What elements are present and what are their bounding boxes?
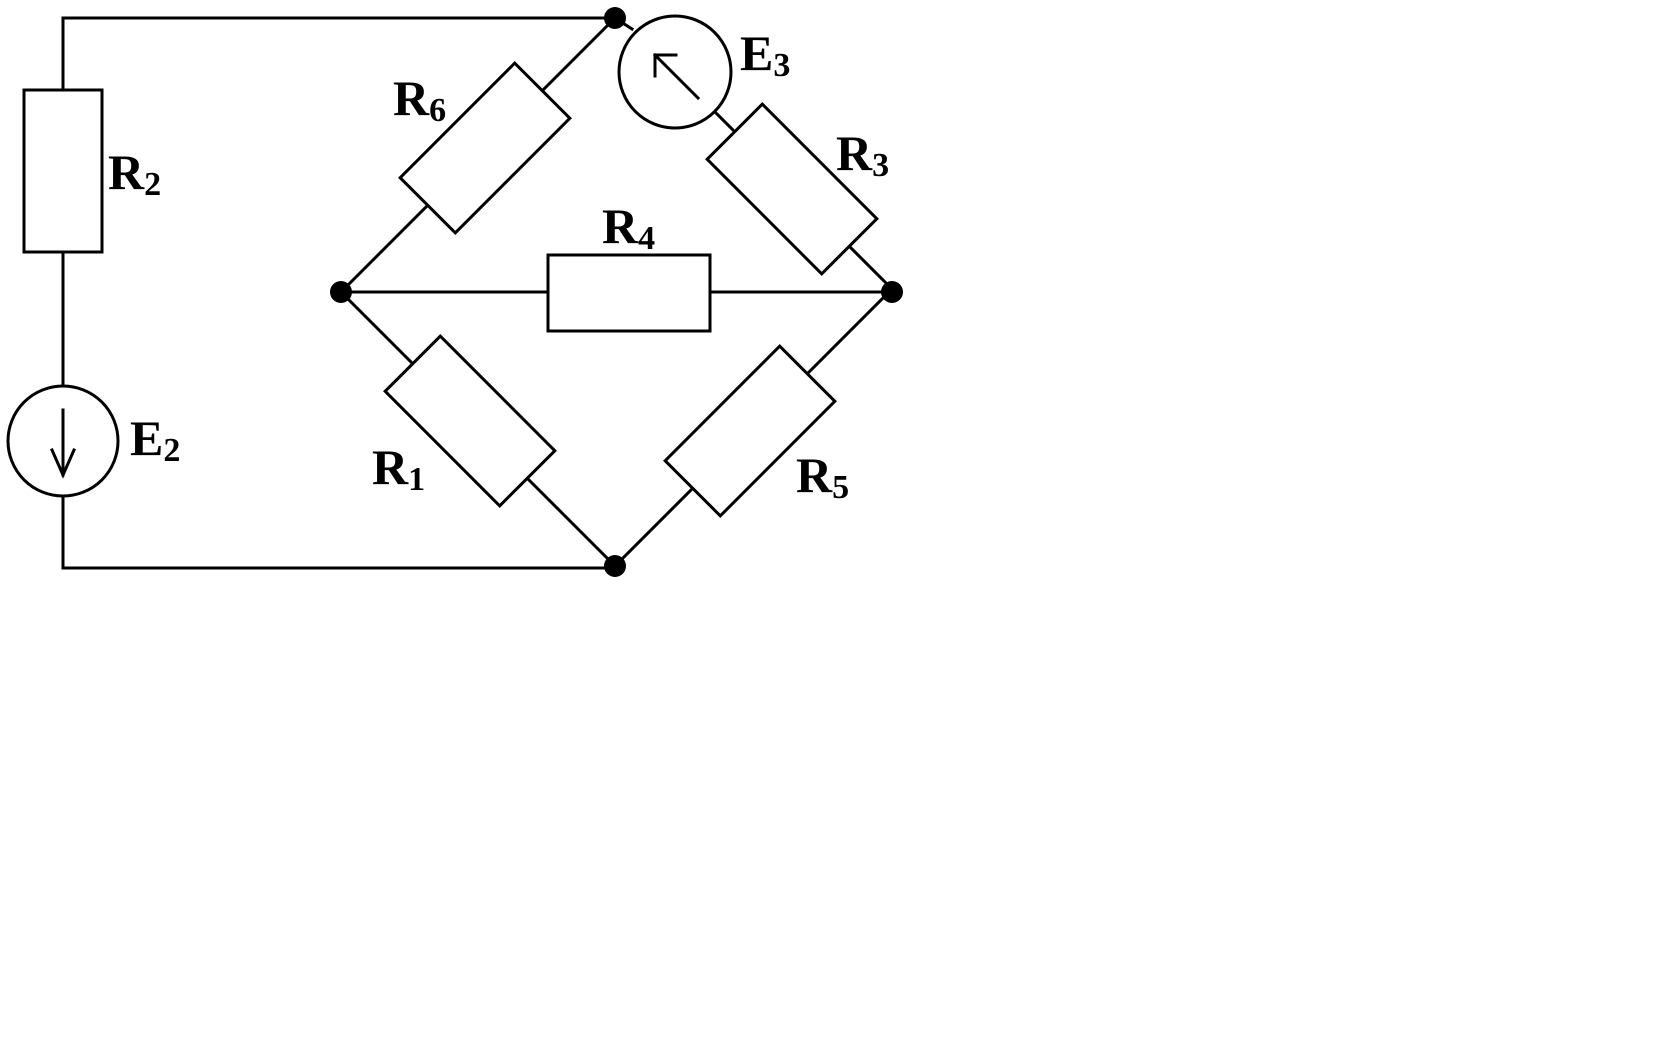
voltage-source-e3: [617, 14, 733, 130]
label-r1: R1: [372, 439, 425, 498]
label-r5: R5: [796, 447, 849, 506]
label-r2: R2: [108, 144, 161, 203]
node-left: [330, 281, 352, 303]
label-r4: R4: [602, 198, 655, 257]
label-e3: E3: [740, 25, 790, 84]
wire-r5-right: [805, 286, 895, 376]
wire-left-r1: [338, 289, 416, 367]
node-bottom: [604, 555, 626, 577]
label-r3: R3: [836, 125, 889, 184]
resistor-r6: [398, 61, 572, 235]
resistor-r3: [705, 102, 879, 276]
voltage-source-e2: [6, 384, 120, 498]
wire-bottom-r5: [612, 486, 695, 569]
label-r6: R6: [393, 70, 446, 129]
wire-r3-e3: [712, 109, 737, 134]
resistor-r2: [22, 88, 104, 254]
resistor-r1: [383, 334, 557, 508]
resistor-r4: [546, 253, 712, 333]
resistor-r5: [663, 344, 837, 518]
wire-right-r3: [847, 244, 895, 292]
arrow-up-left-icon: [652, 52, 701, 101]
wire-top-r6: [539, 15, 618, 94]
wire-r1-bottom: [525, 476, 618, 569]
wire-r6-left: [338, 202, 431, 295]
node-top: [604, 7, 626, 29]
label-e2: E2: [130, 410, 180, 469]
node-right: [881, 281, 903, 303]
nodes: [330, 7, 903, 577]
